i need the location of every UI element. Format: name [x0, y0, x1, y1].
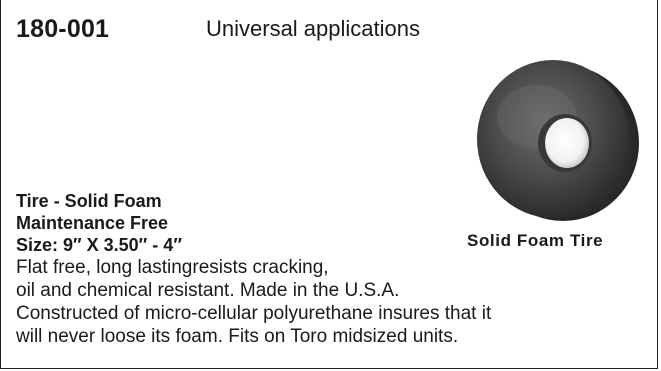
spec-line: Maintenance Free: [16, 213, 169, 233]
tire-photo: [477, 60, 639, 221]
part-number: 180-001: [16, 15, 110, 43]
description-line: Flat free, long lastingresists cracking,: [16, 257, 329, 278]
description-line: will never loose its foam. Fits on Toro …: [16, 326, 459, 347]
spec-size-line: Size: 9″ X 3.50″ - 4″: [16, 235, 182, 255]
part-category: Universal applications: [206, 16, 420, 41]
spec-line: Tire - Solid Foam: [16, 191, 162, 211]
image-caption: Solid Foam Tire: [467, 231, 604, 250]
description-line: Constructed of micro-cellular polyuretha…: [16, 303, 492, 324]
description-line: oil and chemical resistant. Made in the …: [16, 280, 400, 301]
